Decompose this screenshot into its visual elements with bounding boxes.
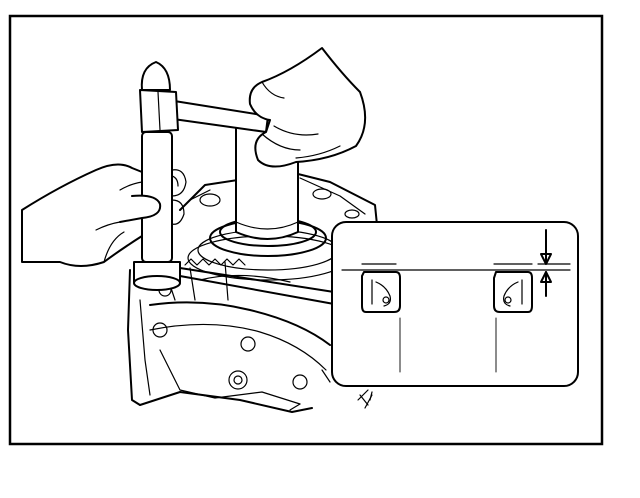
figure-frame [8,14,604,446]
drift-tool [133,131,181,291]
detail-leader [179,267,335,305]
hammer [139,61,269,133]
ground-mark [357,389,373,401]
right-hand [248,47,367,168]
oil-seal-detail-inset [331,221,579,387]
transaxle-case [127,171,379,413]
left-hand [21,163,187,267]
